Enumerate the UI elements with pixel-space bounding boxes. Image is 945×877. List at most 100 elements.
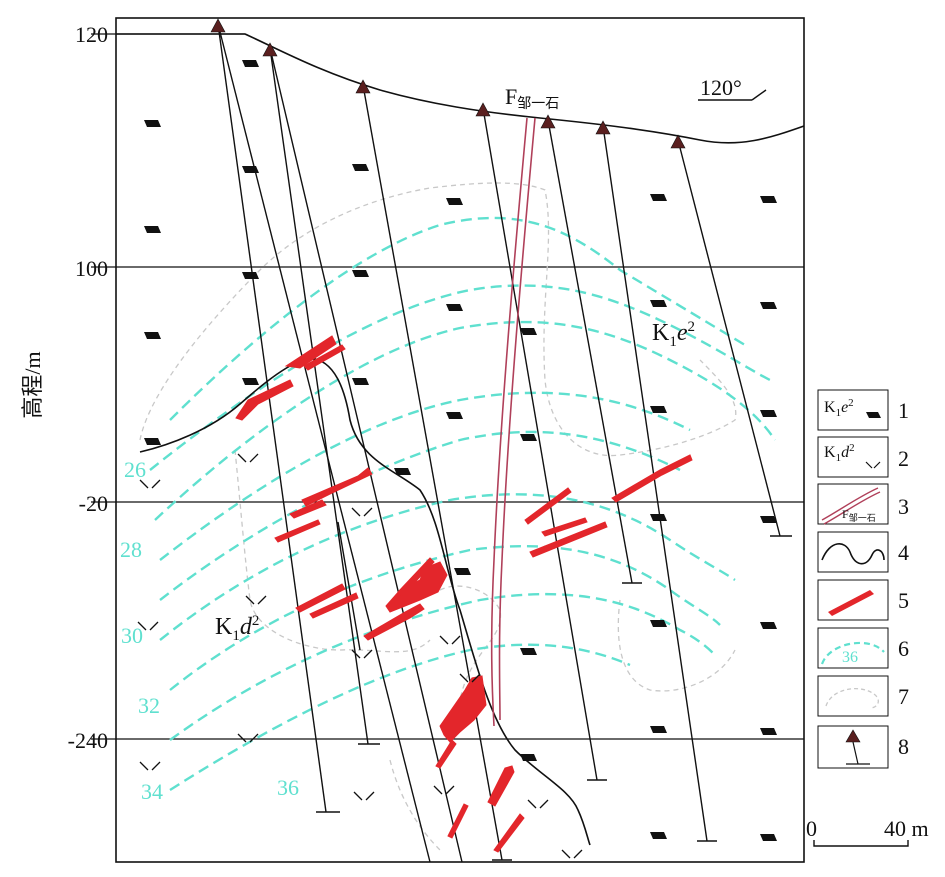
k1d2-symbol	[237, 733, 259, 743]
alteration-zone-bottom	[389, 759, 441, 851]
legend-number-8: 8	[898, 734, 909, 759]
drill-hole-7	[547, 119, 633, 584]
y-axis-ticks: 120 100 -20 -240	[68, 22, 108, 753]
alteration-zone-right	[617, 599, 736, 692]
fault-f	[490, 117, 536, 727]
k1e2-symbol	[650, 300, 667, 307]
legend-swatch-7	[817, 675, 889, 717]
drill-collar-icon	[355, 79, 371, 94]
k1e2-symbol	[352, 270, 369, 277]
legend-item-4: 4	[817, 531, 909, 573]
legend-swatch-2	[817, 436, 889, 478]
orebody	[295, 583, 346, 613]
k1e2-symbol	[760, 516, 777, 523]
orebody	[284, 335, 337, 369]
k1e2-symbol	[760, 410, 777, 417]
contour-line-b	[149, 284, 771, 471]
k1e2-symbol	[144, 120, 161, 127]
drill-collar-icon	[210, 18, 226, 33]
unit-label-k1e2: K1e2	[652, 319, 695, 350]
legend: K1e2 1 K1d2 2 F邹一石 3 4 5	[817, 389, 909, 769]
k1e2-symbol	[760, 728, 777, 735]
k1e2-symbol	[394, 468, 411, 475]
k1e2-symbol	[242, 166, 259, 173]
orebody	[303, 344, 346, 371]
drill-hole-symbol	[852, 741, 859, 765]
orebody	[274, 519, 321, 543]
scale-bar: 0 40 m	[806, 816, 929, 847]
orebody	[524, 487, 572, 525]
orebody	[541, 517, 588, 537]
k1e2-symbol	[760, 622, 777, 629]
k1e2-symbol	[520, 754, 537, 761]
k1d2-symbol	[237, 453, 259, 463]
k1e2-symbol	[650, 832, 667, 839]
legend-number-1: 1	[898, 398, 909, 423]
orebody	[289, 499, 327, 519]
k1e2-symbol	[650, 620, 667, 627]
contour-label-36: 36	[277, 775, 299, 800]
drill-collar-icon	[262, 42, 278, 57]
orebody	[435, 739, 457, 769]
legend-item-6: 36 6	[817, 627, 909, 669]
unit-label-k1d2: K1d2	[215, 613, 259, 644]
drill-hole-6	[482, 107, 598, 781]
k1e2-symbol	[144, 438, 161, 445]
drill-hole-2	[217, 23, 431, 863]
alteration-boundaries	[139, 182, 737, 851]
orebody	[397, 557, 435, 597]
stratigraphic-boundary	[139, 357, 591, 846]
contour-lines	[149, 216, 776, 792]
drill-collar-icon	[595, 120, 611, 135]
k1e2-symbol	[760, 834, 777, 841]
k1e2-symbol	[760, 302, 777, 309]
drill-holes	[217, 23, 792, 863]
drill-collar-icon	[540, 114, 556, 129]
fault-trace-east	[498, 117, 536, 721]
contour-label-28: 28	[120, 537, 142, 562]
drill-hole-4	[269, 47, 463, 863]
orebody	[309, 592, 359, 619]
legend-swatch-4	[817, 531, 889, 573]
k1e2-symbol	[650, 406, 667, 413]
k1e2-symbol	[650, 194, 667, 201]
k1e2-symbol	[144, 226, 161, 233]
contour-label-34: 34	[141, 779, 163, 804]
contour-line-a	[169, 216, 746, 421]
alteration-zone-left	[234, 449, 431, 653]
k1d2-symbol	[459, 673, 481, 683]
k1d2-symbol	[439, 635, 461, 645]
alteration-symbol	[825, 688, 880, 709]
orebody	[487, 765, 515, 807]
fault-label-main: F	[505, 84, 517, 109]
orientation-indicator: 120°	[698, 75, 767, 101]
k1e2-symbol	[454, 568, 471, 575]
legend-item-1: K1e2 1	[817, 389, 909, 431]
k1e2-symbol	[520, 648, 537, 655]
k1e2-symbol	[446, 198, 463, 205]
orebody	[611, 454, 693, 503]
legend-item-3: F邹一石 3	[817, 483, 909, 525]
k1d2-symbol	[865, 461, 881, 469]
contour-label-26: 26	[124, 457, 146, 482]
k1e2-symbol	[242, 378, 259, 385]
legend-number-3: 3	[898, 494, 909, 519]
legend-label-1: K1e2	[824, 397, 854, 419]
legend-label-3: F邹一石	[842, 507, 876, 524]
k1e2-symbol	[446, 304, 463, 311]
legend-item-5: 5	[817, 579, 909, 621]
orebody	[235, 379, 294, 421]
topographic-surface	[116, 33, 805, 144]
scale-value: 40 m	[884, 816, 929, 841]
drill-hole-3	[269, 47, 369, 745]
k1d2-symbol	[527, 799, 549, 809]
k1e2-symbol	[760, 196, 777, 203]
y-tick-minus20: -20	[79, 491, 108, 516]
legend-number-5: 5	[898, 588, 909, 613]
orebody	[301, 467, 373, 507]
legend-item-8: 8	[817, 725, 909, 769]
fault-symbol	[821, 487, 879, 521]
y-tick-minus240: -240	[68, 728, 108, 753]
legend-label-6: 36	[842, 649, 858, 666]
